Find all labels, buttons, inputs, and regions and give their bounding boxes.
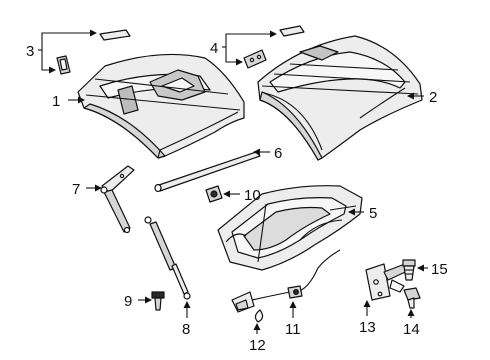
callout-14: 14 <box>403 321 420 338</box>
hood-bumper <box>402 259 416 281</box>
bolt <box>151 291 165 311</box>
cable-handle <box>231 291 264 323</box>
latch-bolt <box>403 287 421 309</box>
callout-2: 2 <box>429 89 437 106</box>
callout-7: 7 <box>72 181 80 198</box>
hood-panel-left <box>77 53 245 159</box>
hood-latch <box>365 261 415 301</box>
callout-13: 13 <box>359 319 376 336</box>
emblem-parts <box>56 29 131 75</box>
callout-6: 6 <box>274 145 282 162</box>
release-cable <box>251 249 341 301</box>
callout-5: 5 <box>369 205 377 222</box>
callout-9: 9 <box>124 293 132 310</box>
leader-lines <box>38 29 428 334</box>
hood-hinge <box>100 165 135 234</box>
callout-3: 3 <box>26 43 34 60</box>
hood-skin-right <box>257 35 423 161</box>
callout-12: 12 <box>249 337 266 354</box>
callout-8: 8 <box>182 321 190 338</box>
callout-15: 15 <box>431 261 448 278</box>
seal-strip <box>154 151 261 193</box>
clip <box>205 185 223 203</box>
gas-strut <box>144 216 191 300</box>
bracket-parts <box>243 25 305 69</box>
insulator-pad <box>217 185 363 271</box>
callout-numbers: 1 2 3 4 5 6 7 8 9 10 11 12 13 14 15 <box>26 40 448 354</box>
callout-11: 11 <box>285 321 301 338</box>
callout-10: 10 <box>244 187 261 204</box>
callout-1: 1 <box>52 93 60 110</box>
callout-4: 4 <box>210 40 218 57</box>
